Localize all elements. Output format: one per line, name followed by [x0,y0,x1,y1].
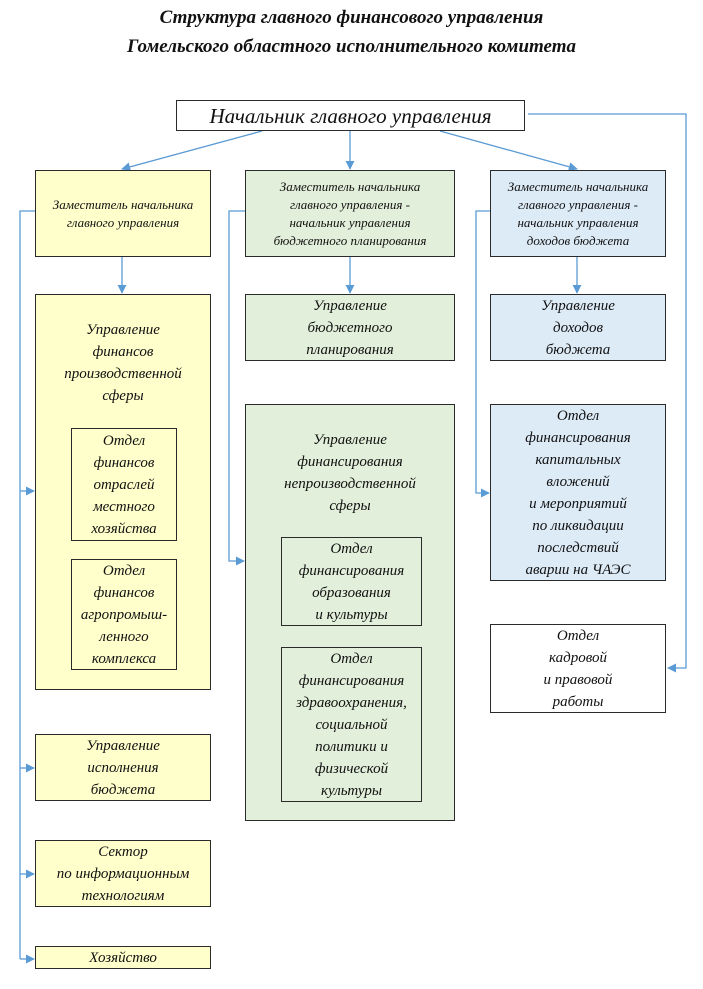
left-deputy-bus [19,210,35,959]
middle-deputy-line: главного управления - [290,196,410,212]
production-finance-line: финансов [92,344,154,360]
title-line-1: Структура главного финансового управлени… [159,7,544,28]
agro-line: Отдел [102,562,146,579]
capital-line: последствий [537,539,619,556]
capital-line: аварии на ЧАЭС [525,561,631,578]
middle-deputy-line: Заместитель начальника [279,178,421,194]
head-to-hr-arrow [528,113,687,673]
nonproduction-line: сферы [329,498,371,514]
right-deputy-box: Заместитель начальника главного управлен… [490,170,666,257]
capital-dept-box: Отдел финансирования капитальных вложени… [490,404,666,581]
production-finance-box: Управление финансов производственной сфе… [35,294,211,690]
head-to-right-deputy-arrow [439,130,578,172]
middle-deputy-to-nonproduction-arrow [228,210,245,566]
right-deputy-line: Заместитель начальника [507,178,649,194]
budget-execution-line: Управление [86,737,160,754]
production-finance-line: сферы [102,388,144,404]
agro-line: комплекса [91,650,157,667]
left-deputy-line: Заместитель начальника [52,196,194,212]
local-economy-line: финансов [93,454,155,471]
agro-dept-box: Отдел финансов агропромыш- ленного компл… [71,559,177,670]
agro-line: финансов [93,584,155,601]
local-economy-line: местного [93,498,155,515]
it-sector-line: технологиям [81,887,165,904]
hr-legal-line: работы [552,693,604,710]
local-economy-line: Отдел [102,432,146,449]
budget-planning-line: Управление [313,297,387,314]
health-line: политики и [315,738,388,755]
budget-execution-line: бюджета [90,781,156,798]
nonproduction-line: непроизводственной [284,476,416,492]
budget-planning-line: планирования [306,341,394,358]
budget-planning-line: бюджетного [307,319,393,336]
health-line: культуры [320,782,383,799]
education-line: Отдел [330,540,373,557]
nonproduction-line: Управление [313,432,387,448]
health-line: финансирования [298,672,405,689]
education-line: образования [312,584,391,601]
local-economy-dept-box: Отдел финансов отраслей местного хозяйст… [71,428,177,541]
nonproduction-finance-label: Управление финансирования непроизводстве… [246,429,454,517]
middle-deputy-line: бюджетного планирования [273,232,427,248]
hr-legal-line: Отдел [556,627,600,644]
capital-line: финансирования [525,429,631,446]
education-dept-box: Отдел финансирования образования и культ… [281,537,422,626]
production-finance-line: производственной [64,366,182,382]
left-deputy-box: Заместитель начальника главного управлен… [35,170,211,257]
capital-line: по ликвидации [532,517,624,534]
production-finance-label: Управление финансов производственной сфе… [36,319,210,407]
household-label: Хозяйство [89,949,157,966]
budget-revenue-line: доходов [553,319,603,336]
agro-line: ленного [99,628,149,645]
budget-planning-box: Управление бюджетного планирования [245,294,455,361]
right-deputy-line: главного управления - [518,196,638,212]
it-sector-box: Сектор по информационным технологиям [35,840,211,907]
right-deputy-to-capital-arrow [475,210,490,498]
title-line-2: Гомельского областного исполнительного к… [126,36,576,57]
left-deputy-line: главного управления [66,214,180,230]
hr-legal-line: и правовой [543,671,613,688]
education-line: финансирования [298,562,405,579]
capital-line: и мероприятий [529,495,627,512]
capital-line: капитальных [535,451,621,468]
health-line: социальной [315,716,388,733]
budget-execution-line: исполнения [87,759,159,776]
budget-execution-box: Управление исполнения бюджета [35,734,211,801]
nonproduction-finance-box: Управление финансирования непроизводстве… [245,404,455,821]
health-line: Отдел [330,650,373,667]
health-dept-box: Отдел финансирования здравоохранения, со… [281,647,422,802]
capital-line: вложений [546,473,610,490]
production-finance-line: Управление [86,322,160,338]
local-economy-line: хозяйства [91,520,157,537]
it-sector-line: по информационным [56,865,190,882]
health-line: физической [314,760,389,777]
it-sector-line: Сектор [98,843,148,860]
middle-deputy-line: начальник управления [289,214,411,230]
middle-deputy-box: Заместитель начальника главного управлен… [245,170,455,257]
hr-legal-dept-box: Отдел кадровой и правовой работы [490,624,666,713]
capital-line: Отдел [556,407,600,424]
budget-revenue-box: Управление доходов бюджета [490,294,666,361]
budget-revenue-line: Управление [541,297,615,314]
nonproduction-line: финансирования [297,454,403,470]
education-line: и культуры [315,606,388,623]
agro-line: агропромыш- [80,606,168,623]
hr-legal-line: кадровой [548,649,608,666]
budget-revenue-line: бюджета [545,341,611,358]
local-economy-line: отраслей [93,476,155,493]
head-box: Начальник главного управления [176,100,525,131]
health-line: здравоохранения, [296,694,407,711]
head-label: Начальник главного управления [209,103,492,128]
right-deputy-line: доходов бюджета [526,232,630,248]
head-to-left-deputy-arrow [121,130,263,172]
right-deputy-line: начальник управления [517,214,639,230]
household-box: Хозяйство [35,946,211,969]
